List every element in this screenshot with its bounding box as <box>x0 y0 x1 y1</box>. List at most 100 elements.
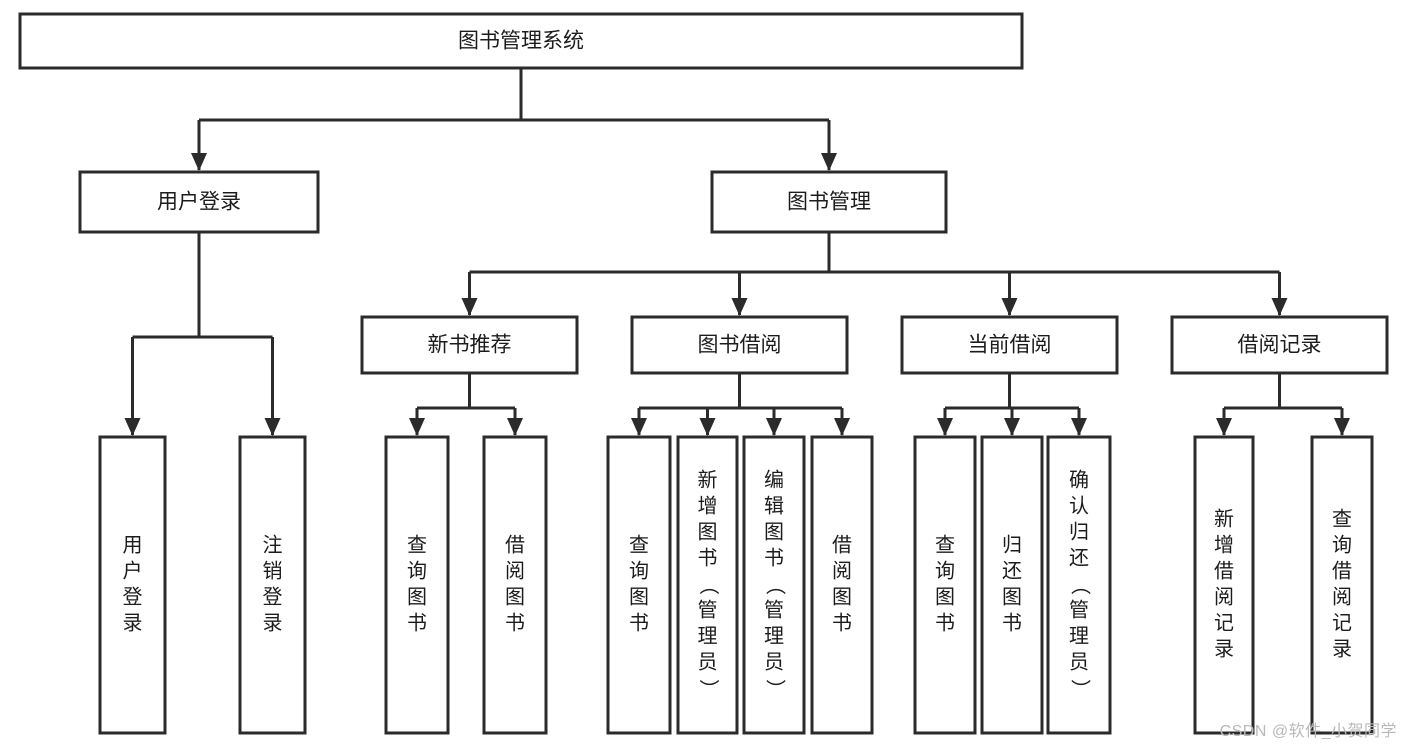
node-label-char: 图 <box>935 586 955 608</box>
node-label-char: 图 <box>1002 586 1022 608</box>
node-label-char: 用 <box>123 534 143 556</box>
node-label-char: 查 <box>1332 507 1352 530</box>
node-label-char: 管 <box>764 598 784 621</box>
arrowhead-icon <box>191 153 207 171</box>
node-box <box>1310 435 1374 735</box>
node-label-char: 书 <box>935 611 955 634</box>
node-label-char: 阅 <box>505 559 525 582</box>
node-box <box>810 435 874 735</box>
arrowhead-icon <box>937 418 953 436</box>
node-layer: 图书管理系统用户登录图书管理新书推荐图书借阅当前借阅借阅记录用户登录注销登录查询… <box>18 12 1389 735</box>
node-label-char: 户 <box>123 559 143 582</box>
node-label-char: 认 <box>1069 494 1089 517</box>
arrowhead-icon <box>699 418 716 436</box>
node-label-char: 理 <box>1069 625 1089 647</box>
arrowhead-icon <box>1334 418 1350 436</box>
node-label-char: 借 <box>1332 559 1352 582</box>
connector-layer <box>124 68 1350 436</box>
node-label-char: 录 <box>1332 638 1352 660</box>
node-label-char: 新 <box>698 468 718 491</box>
node-label-char: 归 <box>1069 520 1089 543</box>
node-label-char: 借 <box>1214 559 1234 582</box>
node-box <box>98 435 167 735</box>
node-label-char: 借 <box>505 533 525 556</box>
node-图书借阅[interactable]: 图书借阅 <box>630 315 849 375</box>
node-label-char: 新 <box>1214 507 1234 530</box>
node-label-char: 询 <box>629 559 649 582</box>
arrowhead-icon <box>821 153 837 171</box>
node-box <box>900 315 1119 375</box>
node-用户登录[interactable]: 用户登录 <box>98 435 167 735</box>
node-label-char: 图 <box>832 586 852 608</box>
node-label-char: （ <box>1069 575 1092 595</box>
node-label-char: 录 <box>263 612 283 634</box>
node-label-char: （ <box>697 575 720 595</box>
node-label: 图书借阅 <box>698 334 782 357</box>
node-label-char: 管 <box>698 598 718 621</box>
node-label-char: 图 <box>629 586 649 608</box>
node-label-char: 理 <box>764 625 784 647</box>
csdn-watermark: CSDN @软件_小贺同学 <box>1219 723 1397 740</box>
node-label-char: 员 <box>764 651 784 673</box>
arrowhead-icon <box>124 418 141 436</box>
node-用户登录[interactable]: 用户登录 <box>78 170 320 234</box>
node-label: 借阅记录 <box>1238 334 1322 357</box>
node-box <box>78 170 320 234</box>
node-label-char: 阅 <box>1332 585 1352 608</box>
node-图书管理系统[interactable]: 图书管理系统 <box>18 12 1024 70</box>
node-新书推荐[interactable]: 新书推荐 <box>360 315 579 375</box>
node-label-char: 辑 <box>764 494 784 517</box>
node-box <box>630 315 849 375</box>
arrowhead-icon <box>1004 418 1020 436</box>
node-label-char: ） <box>764 679 787 699</box>
node-label-char: ） <box>1069 679 1092 699</box>
node-label: 用户登录 <box>157 191 241 214</box>
node-label-char: 阅 <box>832 559 852 582</box>
node-label-char: 确 <box>1069 468 1089 491</box>
node-label-char: 注 <box>263 533 283 556</box>
node-当前借阅[interactable]: 当前借阅 <box>900 315 1119 375</box>
node-label: 图书管理系统 <box>458 30 584 53</box>
node-label-char: 编 <box>764 468 784 491</box>
arrowhead-icon <box>631 418 647 436</box>
node-label: 新书推荐 <box>428 334 512 357</box>
arrowhead-icon <box>1216 418 1232 436</box>
node-图书管理[interactable]: 图书管理 <box>710 170 948 234</box>
node-box <box>384 435 450 735</box>
node-label-char: 图 <box>505 586 525 608</box>
arrowhead-icon <box>834 418 850 436</box>
arrowhead-icon <box>461 298 478 316</box>
arrowhead-icon <box>1271 298 1288 316</box>
node-label-char: 书 <box>832 611 852 634</box>
node-label-char: 查 <box>407 533 427 556</box>
node-label-char: 询 <box>407 559 427 582</box>
node-label-char: 录 <box>1214 638 1234 660</box>
node-label-char: 书 <box>1002 611 1022 634</box>
node-box <box>482 435 548 735</box>
arrowhead-icon <box>766 418 782 436</box>
arrowhead-icon <box>731 298 748 316</box>
node-label-char: 图 <box>698 521 718 543</box>
node-借阅记录[interactable]: 借阅记录 <box>1170 315 1389 375</box>
node-label-char: 书 <box>407 611 427 634</box>
node-label-char: （ <box>764 575 787 595</box>
node-label-char: 增 <box>698 494 718 517</box>
node-label: 当前借阅 <box>968 334 1052 357</box>
node-box <box>1193 435 1255 735</box>
node-label-char: 书 <box>505 611 525 634</box>
node-label-char: 阅 <box>1214 585 1234 608</box>
node-label-char: 管 <box>1069 598 1089 621</box>
